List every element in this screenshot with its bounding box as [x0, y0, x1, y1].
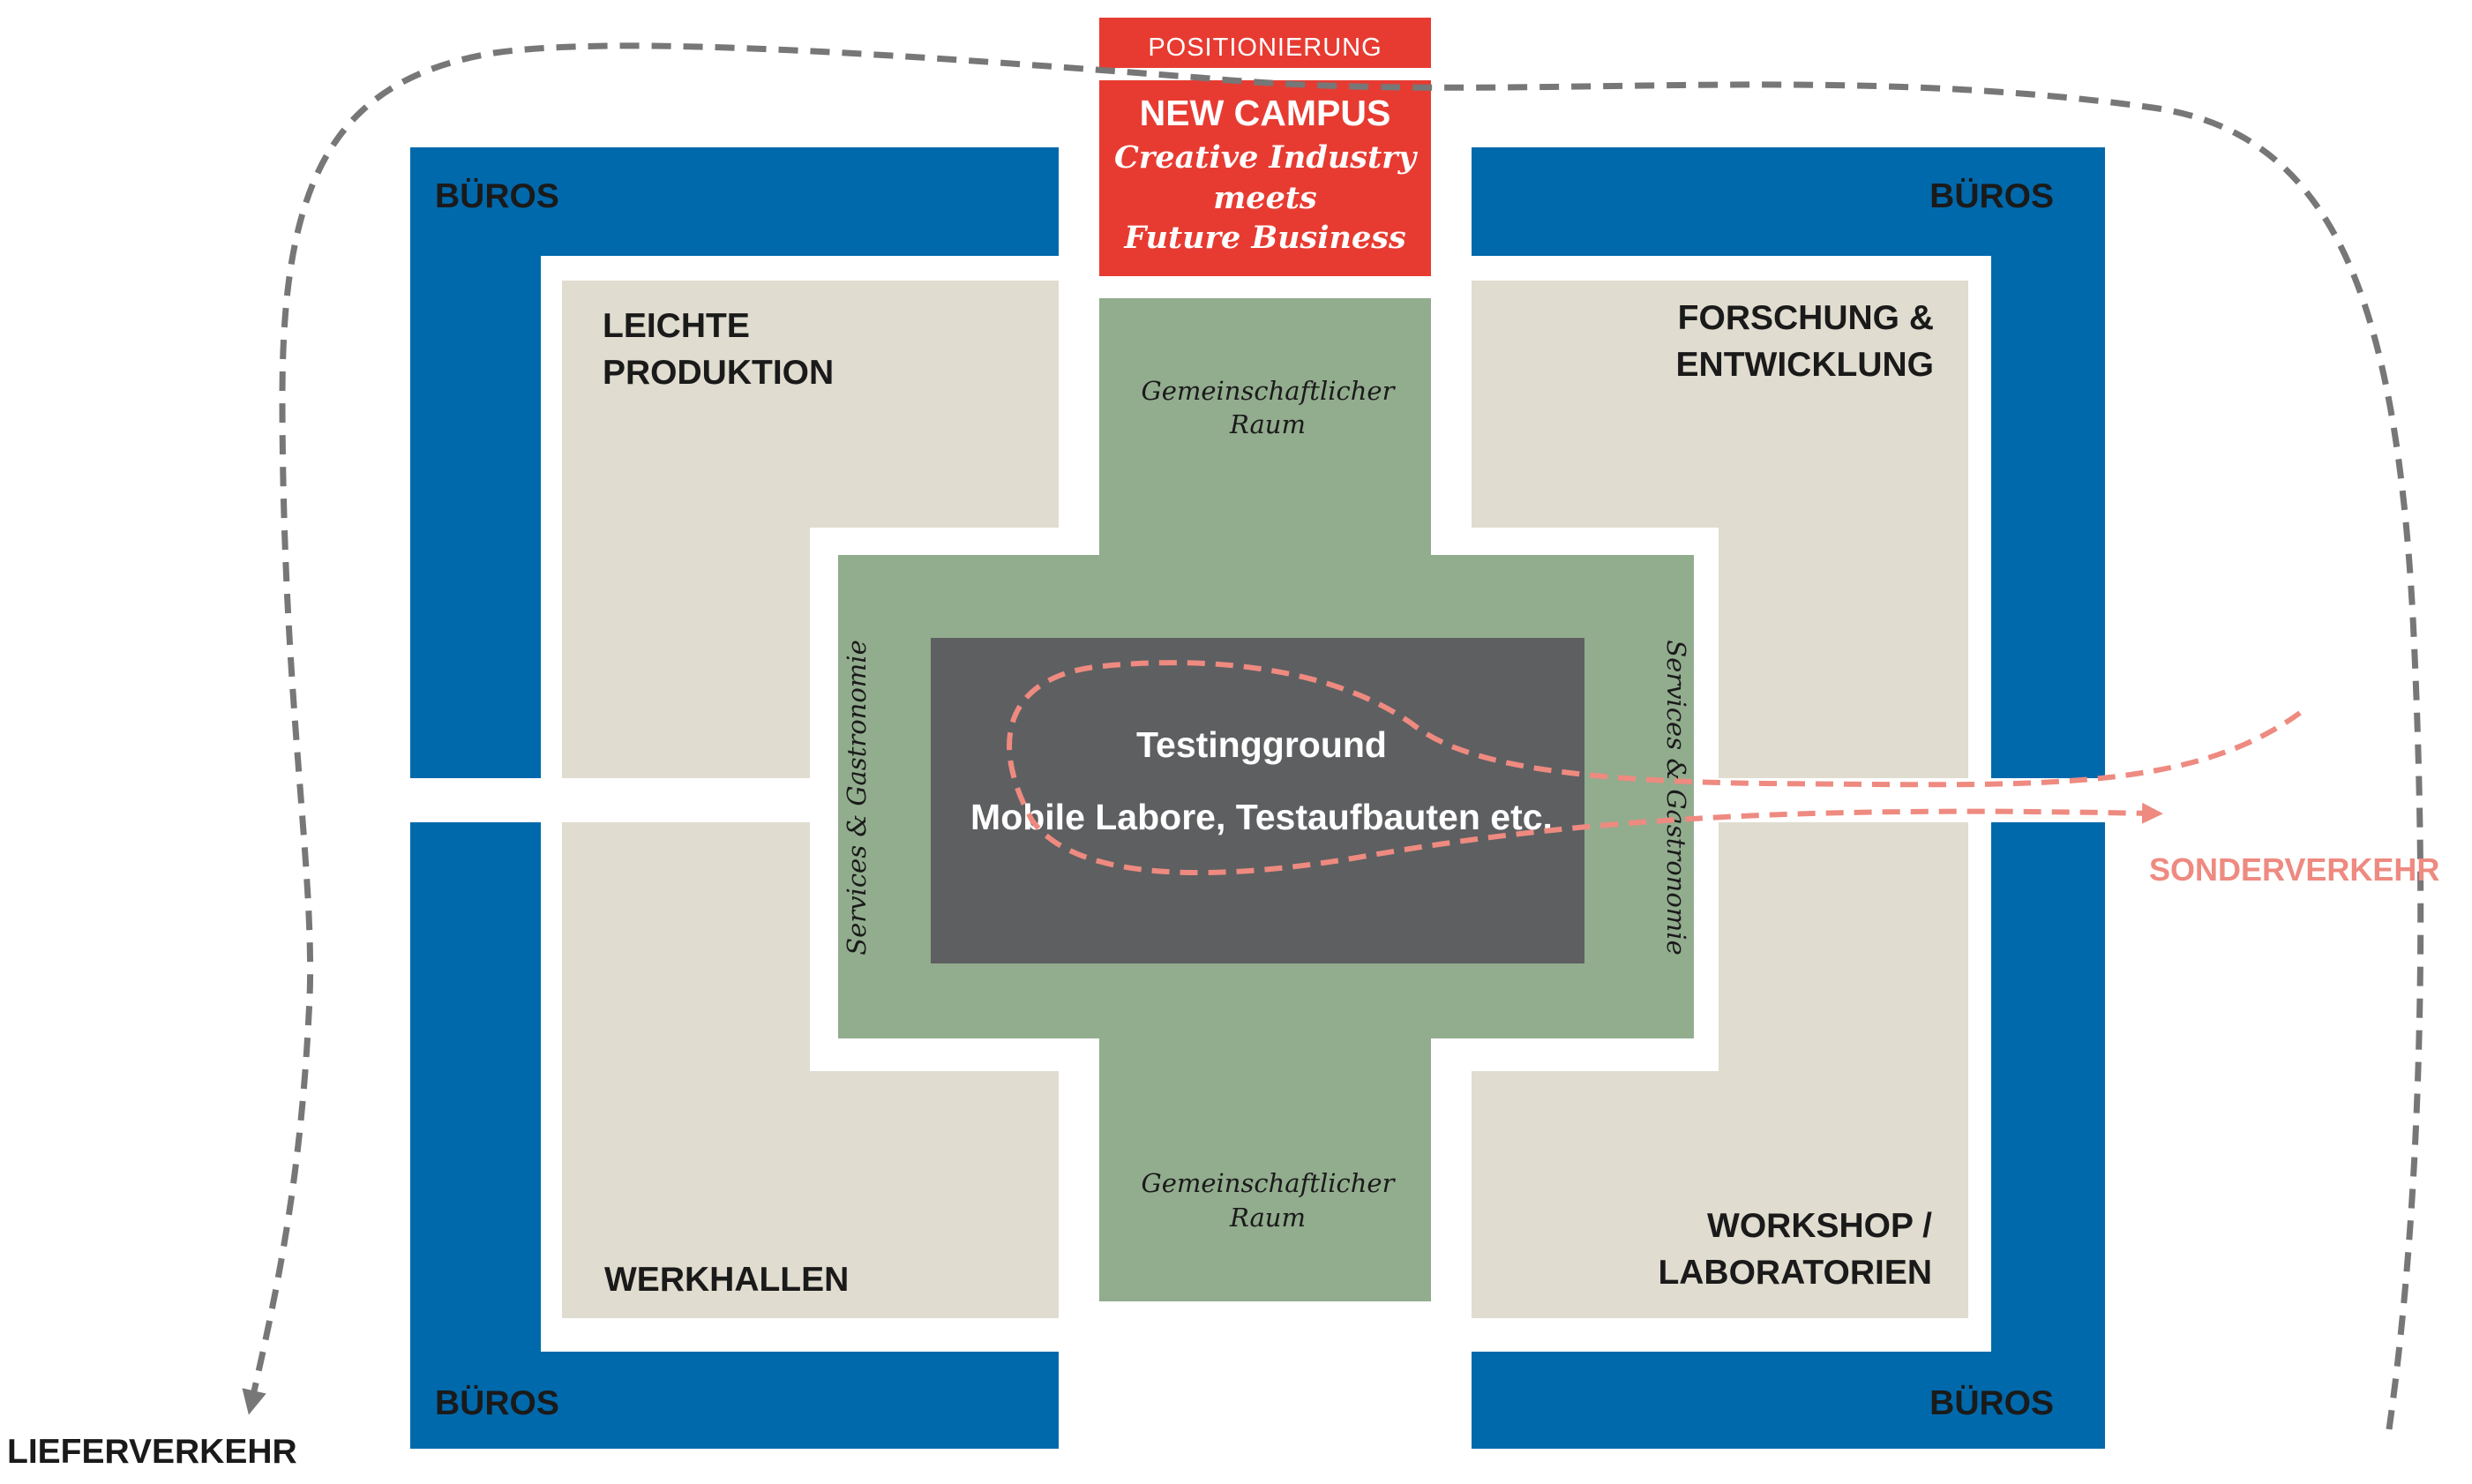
testingground-area	[931, 638, 1584, 963]
delivery-route	[242, 42, 2424, 1430]
common-space-bottom-line-2: Raum	[1229, 1203, 1306, 1233]
area-labs	[1472, 822, 1968, 1318]
positionierung-tag-bg	[1099, 18, 1431, 68]
positionierung-tag: POSITIONIERUNG	[1148, 34, 1382, 62]
new-campus-title: NEW CAMPUS	[1140, 93, 1391, 133]
research-label-line-1: FORSCHUNG &	[1678, 299, 1934, 337]
office-blocks	[410, 147, 2105, 1449]
labs-label-line-1: WORKSHOP /	[1707, 1207, 1932, 1245]
labs-label-line-2: LABORATORIEN	[1658, 1254, 1932, 1292]
office-label-bottom-right: BÜROS	[1929, 1384, 2054, 1422]
testingground-title: Testingground	[1136, 724, 1387, 765]
office-block-top-left	[410, 147, 1059, 778]
office-label-top-left: BÜROS	[435, 177, 559, 215]
light-production-label-line-2: PRODUKTION	[603, 354, 834, 392]
new-campus-box-bg	[1099, 80, 1431, 276]
office-block-top-right	[1472, 147, 2105, 778]
header-box: POSITIONIERUNG NEW CAMPUS Creative Indus…	[1099, 18, 1431, 276]
common-space-top-line-2: Raum	[1229, 409, 1306, 439]
area-workshops	[562, 822, 1059, 1318]
new-campus-subtitle-line-1: Creative Industry	[1114, 139, 1419, 176]
new-campus-subtitle-line-2: meets	[1213, 180, 1316, 216]
special-traffic-label: SONDERVERKEHR	[2149, 851, 2439, 888]
office-block-bottom-left	[410, 822, 1059, 1449]
workshops-label: WERKHALLEN	[604, 1261, 849, 1299]
area-light-production	[562, 281, 1059, 778]
services-label-right: Services & Gastronomie	[1661, 640, 1691, 955]
area-research	[1472, 281, 1968, 778]
common-space-top-line-1: Gemeinschaftlicher	[1142, 376, 1397, 406]
new-campus-subtitle-line-3: Future Business	[1123, 220, 1405, 256]
office-block-bottom-right	[1472, 822, 2105, 1449]
office-label-top-right: BÜROS	[1929, 177, 2054, 215]
testingground-subtitle: Mobile Labore, Testaufbauten etc.	[970, 797, 1553, 837]
delivery-traffic-label: LIEFERVERKEHR	[7, 1433, 297, 1471]
common-space-bottom-line-1: Gemeinschaftlicher	[1142, 1168, 1397, 1198]
light-production-label-line-1: LEICHTE	[603, 307, 750, 345]
research-label-line-2: ENTWICKLUNG	[1676, 346, 1934, 384]
office-label-bottom-left: BÜROS	[435, 1384, 559, 1422]
work-areas	[562, 281, 1968, 1318]
special-traffic-route	[1007, 660, 2302, 876]
services-label-left: Services & Gastronomie	[842, 640, 872, 955]
